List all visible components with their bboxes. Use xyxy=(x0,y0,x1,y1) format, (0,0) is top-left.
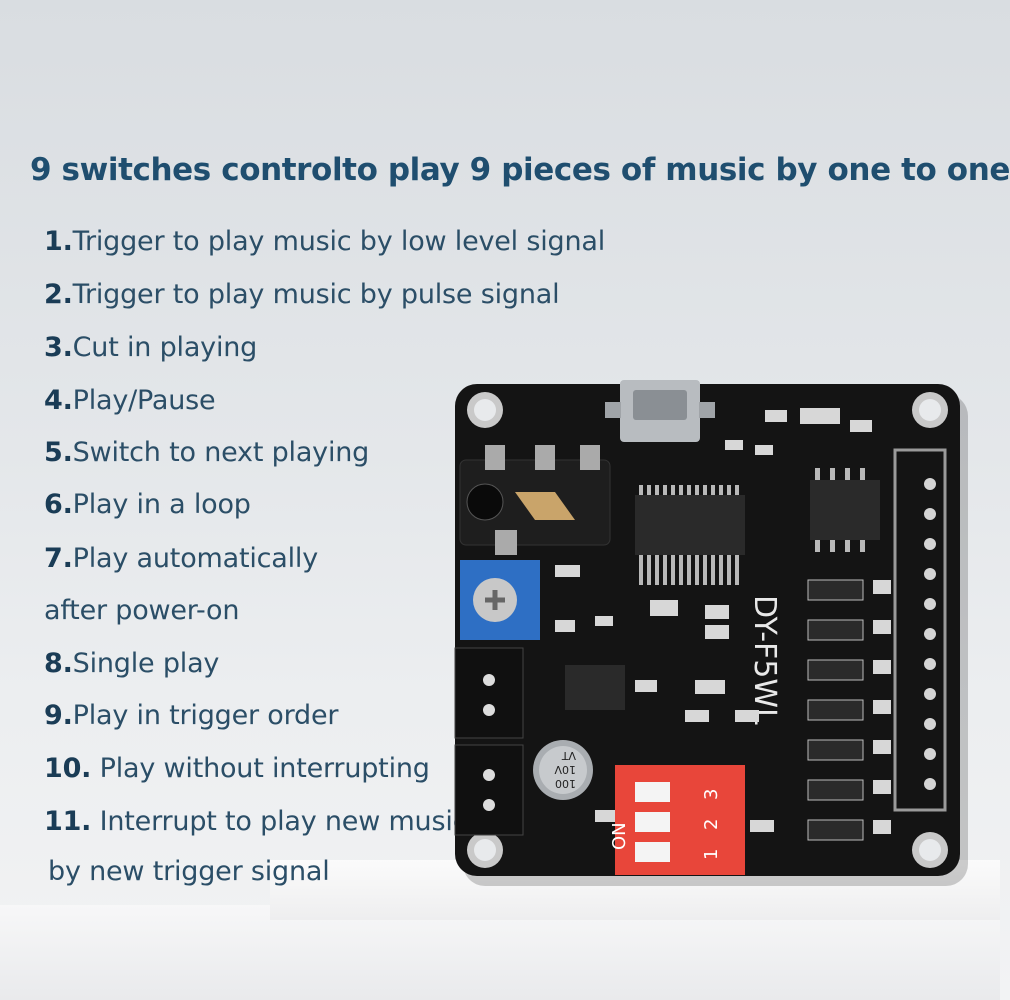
feature-number: 5. xyxy=(44,437,73,468)
feature-text: Play in trigger order xyxy=(72,700,339,731)
feature-number: 3. xyxy=(44,332,73,363)
mounting-hole-inner xyxy=(474,839,496,861)
terminal-block xyxy=(454,744,524,836)
capacitor-label: 100 xyxy=(555,777,576,790)
feature-text: after power-on xyxy=(44,595,240,626)
feature-item: 5.Switch to next playing xyxy=(44,437,369,468)
dip-toggle xyxy=(635,782,670,802)
dip-switch xyxy=(615,765,745,875)
feature-number: 7. xyxy=(44,543,73,574)
chip-pins-top xyxy=(639,485,739,495)
headline: 9 switches controlto play 9 pieces of mu… xyxy=(30,152,1010,188)
feature-text: Interrupt to play new music xyxy=(91,806,468,837)
board-model-label: DY-F5WL xyxy=(747,595,782,725)
feature-number: 2. xyxy=(44,279,73,310)
feature-item: 1.Trigger to play music by low level sig… xyxy=(44,226,605,257)
feature-text: Cut in playing xyxy=(72,332,258,363)
jack-pin xyxy=(580,445,600,470)
feature-text: Trigger to play music by pulse signal xyxy=(72,279,560,310)
capacitor-label: VT xyxy=(561,749,576,762)
pedestal-base xyxy=(0,905,1000,1000)
feature-number: 9. xyxy=(44,700,73,731)
pot-slot xyxy=(485,590,505,610)
jack-pin xyxy=(495,530,517,555)
audio-jack-hole xyxy=(466,483,504,521)
capacitor-label: 10V xyxy=(554,763,576,776)
dip-on-label: ON xyxy=(609,822,630,850)
terminal-pin xyxy=(483,769,495,781)
feature-item: by new trigger signal xyxy=(48,856,330,887)
feature-text: Switch to next playing xyxy=(72,437,370,468)
feature-text: by new trigger signal xyxy=(48,856,330,887)
header-outline xyxy=(893,448,947,812)
usb-tab xyxy=(699,402,715,418)
feature-item: 8.Single play xyxy=(44,648,219,679)
feature-item: 4.Play/Pause xyxy=(44,385,216,416)
feature-text: Play/Pause xyxy=(72,385,216,416)
feature-number: 11. xyxy=(44,806,92,837)
capacitor-top xyxy=(539,746,587,794)
feature-text: Play in a loop xyxy=(72,489,251,520)
pcb-board-image: 100 10V VT DY-F5WL ON 1 2 3 xyxy=(454,380,975,890)
feature-text: Trigger to play music by low level signa… xyxy=(72,226,606,257)
feature-item: 10. Play without interrupting xyxy=(44,753,430,784)
feature-text: Play without interrupting xyxy=(91,753,430,784)
chip-pins-bottom xyxy=(639,555,739,585)
dip-toggle xyxy=(635,842,670,862)
header-pins xyxy=(924,478,936,790)
smd-components xyxy=(555,408,872,832)
jack-contact xyxy=(515,492,575,520)
feature-item: 7.Play automatically xyxy=(44,543,318,574)
dip-number-label: 2 xyxy=(701,819,722,830)
terminal-block xyxy=(454,647,524,739)
terminal-pin xyxy=(483,674,495,686)
dip-toggle xyxy=(635,812,670,832)
feature-number: 10. xyxy=(44,753,92,784)
feature-item: 9.Play in trigger order xyxy=(44,700,339,731)
feature-text: Single play xyxy=(72,648,220,679)
jack-pin xyxy=(535,445,555,470)
mounting-hole-inner xyxy=(919,399,941,421)
amp-chip xyxy=(810,480,880,540)
feature-item: 3.Cut in playing xyxy=(44,332,257,363)
mounting-hole-inner xyxy=(474,399,496,421)
feature-number: 8. xyxy=(44,648,73,679)
capacitor-labels: 100 10V VT xyxy=(554,749,576,790)
feature-item: 11. Interrupt to play new music xyxy=(44,806,467,837)
terminal-pin xyxy=(483,799,495,811)
feature-number: 4. xyxy=(44,385,73,416)
feature-number: 1. xyxy=(44,226,73,257)
pcb-board-svg: 100 10V VT DY-F5WL ON 1 2 3 xyxy=(454,380,968,886)
terminal-pin xyxy=(483,704,495,716)
smd-resistors xyxy=(807,579,891,841)
dip-number-label: 3 xyxy=(701,789,722,800)
main-chip xyxy=(635,495,745,555)
feature-item: after power-on xyxy=(44,595,239,626)
usb-tab xyxy=(605,402,621,418)
feature-item: 2.Trigger to play music by pulse signal xyxy=(44,279,560,310)
usb-port-inner xyxy=(633,390,687,420)
dip-number-label: 1 xyxy=(701,849,722,860)
mounting-hole-inner xyxy=(919,839,941,861)
feature-item: 6.Play in a loop xyxy=(44,489,251,520)
regulator-chip xyxy=(565,665,625,710)
feature-number: 6. xyxy=(44,489,73,520)
jack-pin xyxy=(485,445,505,470)
feature-text: Play automatically xyxy=(72,543,319,574)
amp-chip-pins xyxy=(815,468,865,552)
